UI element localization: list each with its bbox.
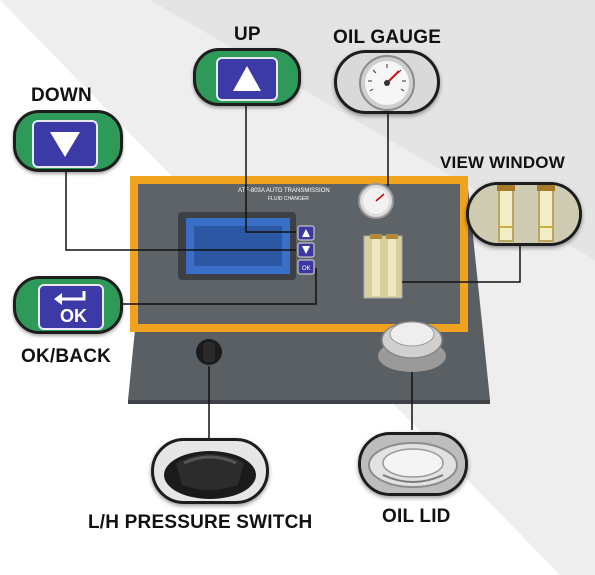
panel-model-line1: ATF-803A AUTO TRANSMISSION (238, 188, 330, 194)
ok-back-button-callout: OK (13, 276, 123, 334)
up-button-face (216, 57, 278, 101)
back-arrow-icon (54, 291, 86, 305)
down-button-face (32, 120, 98, 168)
oil-gauge-icon (359, 55, 415, 111)
view-window-callout (466, 182, 582, 246)
up-label: UP (234, 24, 261, 45)
up-arrow-icon (233, 66, 261, 91)
pressure-switch-callout (151, 438, 269, 504)
ok-back-label: OK/BACK (21, 346, 112, 367)
panel-ok-text: OK (302, 266, 311, 272)
ok-back-button-face: OK (38, 284, 104, 330)
up-button-callout (193, 48, 301, 106)
down-button-callout (13, 110, 123, 172)
view-window-icon (469, 185, 579, 243)
pressure-switch-icon (164, 451, 256, 499)
oil-lid-callout (358, 432, 468, 496)
down-arrow-icon (50, 132, 80, 157)
view-window-label: VIEW WINDOW (440, 153, 565, 172)
oil-gauge-callout (334, 50, 440, 114)
ok-back-text: OK (60, 306, 87, 326)
oil-lid-icon (361, 435, 465, 493)
panel-model-line2: FLUID CHANGER (268, 196, 309, 202)
oil-lid-label: OIL LID (382, 506, 451, 527)
oil-gauge-label: OIL GAUGE (333, 27, 442, 48)
pressure-switch-label: L/H PRESSURE SWITCH (88, 512, 313, 533)
down-label: DOWN (31, 85, 92, 106)
